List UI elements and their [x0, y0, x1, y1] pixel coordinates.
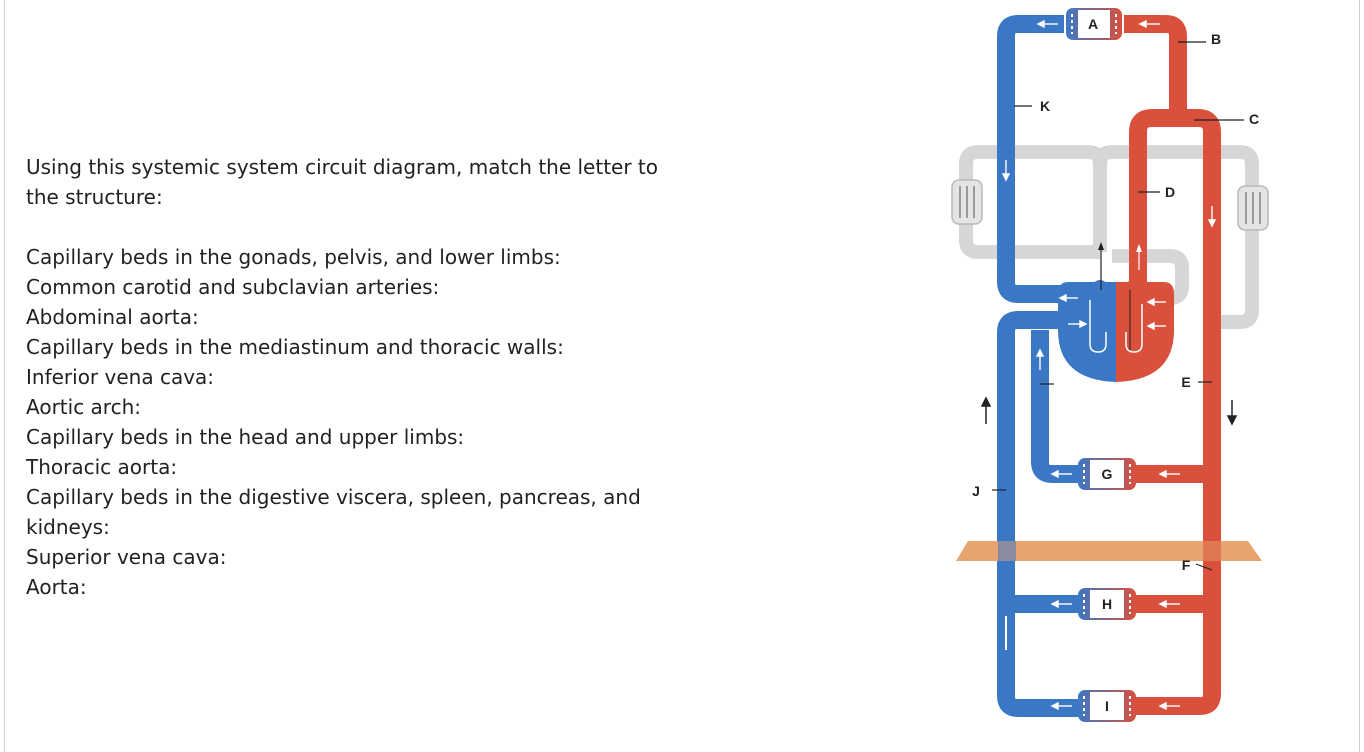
pulmonary-circuit	[959, 145, 1259, 329]
inferior-vena-cava-path	[997, 311, 1080, 717]
diaphragm	[956, 541, 1262, 561]
question-prompt: Using this systemic system circuit diagr…	[26, 155, 659, 209]
label-b: B	[1211, 31, 1221, 47]
flow-arrows	[1001, 19, 1217, 711]
pulmonary-right-loop	[1093, 145, 1259, 329]
pulmonary-left-loop	[959, 145, 1107, 259]
structure-item: Inferior vena cava:	[26, 365, 215, 389]
structure-item: Capillary beds in the mediastinum and th…	[26, 335, 564, 359]
outside-arrows	[980, 396, 1238, 426]
label-f: F	[1182, 557, 1191, 573]
capillary-bed-g	[1078, 458, 1136, 490]
capillary-bed-i	[1078, 690, 1136, 722]
structure-item: Superior vena cava:	[26, 545, 227, 569]
question-panel: Using this systemic system circuit diagr…	[26, 152, 686, 602]
structure-item: Capillary beds in the digestive viscera,…	[26, 485, 641, 539]
label-k: K	[1040, 98, 1050, 114]
label-g: G	[1102, 466, 1113, 482]
heart-right-side	[1058, 282, 1116, 382]
page-frame	[4, 0, 1360, 752]
heart-left-side	[1116, 282, 1174, 382]
aortic-arch-path	[1129, 109, 1221, 715]
venous-circuit	[997, 15, 1080, 717]
superior-vena-cava-path	[997, 15, 1064, 303]
structure-item: Common carotid and subclavian arteries:	[26, 275, 440, 299]
leader-lines	[992, 41, 1244, 650]
label-a: A	[1088, 16, 1098, 32]
pulmonary-return	[1112, 249, 1189, 305]
label-i: I	[1105, 698, 1109, 714]
label-d: D	[1165, 184, 1175, 200]
structure-item: Capillary beds in the gonads, pelvis, an…	[26, 245, 561, 269]
structure-list: Capillary beds in the gonads, pelvis, an…	[26, 242, 686, 602]
capillary-bed-a	[1066, 8, 1122, 40]
lung-capillary-right	[1237, 185, 1269, 231]
heart	[1058, 242, 1174, 382]
aorta-to-a	[1124, 15, 1187, 118]
structure-item: Capillary beds in the head and upper lim…	[26, 425, 465, 449]
label-c: C	[1249, 111, 1259, 127]
structure-item: Aorta:	[26, 575, 87, 599]
label-h: H	[1102, 596, 1112, 612]
label-e: E	[1181, 374, 1190, 390]
label-j: J	[972, 483, 980, 499]
capillary-bed-h	[1078, 588, 1136, 620]
structure-item: Aortic arch:	[26, 395, 141, 419]
lung-capillary-left	[951, 179, 983, 225]
structure-item: Thoracic aorta:	[26, 455, 178, 479]
structure-item: Abdominal aorta:	[26, 305, 199, 329]
